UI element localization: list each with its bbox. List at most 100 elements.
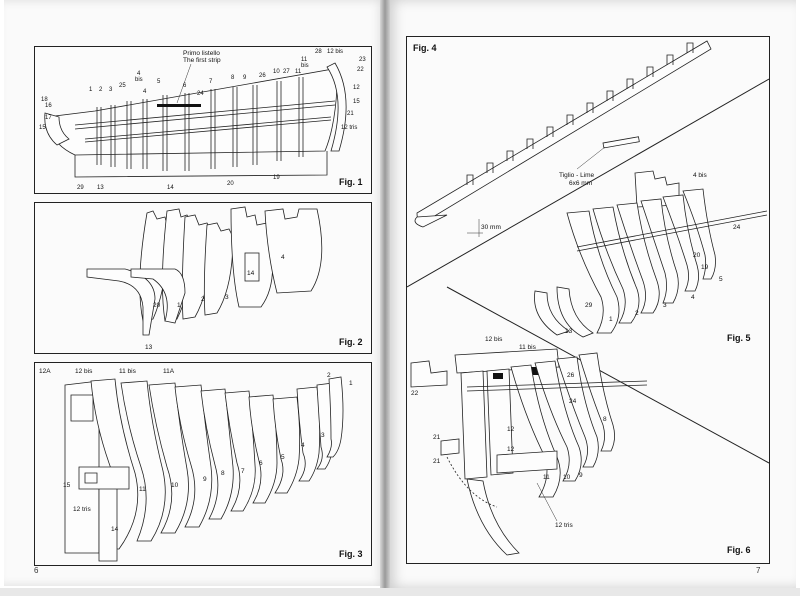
fig2-drawing: 20 1 2 3 14 4 13 (86, 206, 323, 351)
book-gutter (380, 0, 390, 590)
svg-text:29: 29 (77, 185, 84, 191)
left-page-number: 6 (34, 566, 39, 575)
svg-text:11: 11 (301, 57, 308, 63)
svg-text:3: 3 (109, 87, 113, 93)
bottom-shadow (0, 588, 800, 596)
svg-text:24: 24 (733, 224, 741, 231)
svg-text:8: 8 (221, 470, 225, 477)
svg-text:6: 6 (259, 460, 263, 467)
fig2-label: Fig. 2 (339, 337, 363, 347)
fig5-frames (534, 170, 768, 338)
svg-text:30 mm: 30 mm (481, 224, 501, 231)
svg-text:11A: 11A (163, 368, 175, 375)
fig2-panel: 20 1 2 3 14 4 13 Fig. 2 (34, 202, 372, 354)
svg-text:bis: bis (301, 63, 309, 69)
svg-text:Fig. 6: Fig. 6 (727, 545, 751, 555)
svg-text:11: 11 (139, 486, 146, 493)
fig4-keel (414, 40, 712, 237)
svg-text:7: 7 (209, 79, 213, 85)
svg-text:1: 1 (89, 87, 93, 93)
fig456-drawing: Tiglio - Lime 6x6 mm 30 mm 4 bis (407, 40, 769, 556)
svg-text:9: 9 (203, 476, 207, 483)
svg-text:9: 9 (579, 472, 583, 479)
svg-text:12 bis: 12 bis (75, 368, 93, 375)
svg-text:12: 12 (507, 426, 515, 433)
svg-text:11 bis: 11 bis (119, 368, 137, 375)
fig1-drawing: Primo listello The first strip 28 12 bis… (39, 49, 366, 191)
svg-text:4: 4 (281, 254, 285, 261)
svg-text:The first strip: The first strip (183, 57, 221, 64)
svg-text:12 bis: 12 bis (327, 49, 343, 55)
svg-text:4 bis: 4 bis (693, 172, 707, 179)
fig3-label: Fig. 3 (339, 549, 363, 559)
svg-text:26: 26 (259, 73, 266, 79)
svg-text:2: 2 (327, 372, 331, 379)
fig1-panel: Primo listello The first strip 28 12 bis… (34, 46, 372, 194)
svg-text:6x6 mm: 6x6 mm (569, 180, 592, 187)
svg-text:20: 20 (153, 302, 161, 309)
svg-text:13: 13 (145, 344, 153, 351)
svg-text:1: 1 (177, 302, 181, 309)
fig6-bow (410, 348, 648, 556)
svg-text:4: 4 (301, 442, 305, 449)
svg-text:7: 7 (241, 468, 245, 475)
svg-text:21: 21 (433, 434, 441, 441)
svg-text:Fig. 5: Fig. 5 (727, 333, 751, 343)
left-page: Primo listello The first strip 28 12 bis… (4, 0, 386, 586)
svg-text:2: 2 (635, 310, 639, 317)
svg-text:11 bis: 11 bis (519, 344, 537, 351)
svg-text:12 tris: 12 tris (73, 506, 91, 513)
svg-text:10: 10 (563, 474, 571, 481)
svg-text:19: 19 (701, 264, 709, 271)
svg-text:22: 22 (411, 390, 419, 397)
svg-text:14: 14 (167, 185, 174, 191)
svg-text:19: 19 (273, 175, 280, 181)
svg-text:10: 10 (273, 69, 280, 75)
fig1-label: Fig. 1 (339, 177, 363, 187)
svg-text:27: 27 (283, 69, 290, 75)
svg-text:8: 8 (231, 75, 235, 81)
svg-text:13: 13 (565, 328, 573, 335)
svg-text:6: 6 (183, 83, 187, 89)
svg-text:5: 5 (719, 276, 723, 283)
svg-text:14: 14 (111, 526, 119, 533)
fig456-panel: Tiglio - Lime 6x6 mm 30 mm 4 bis (406, 36, 770, 564)
svg-text:5: 5 (281, 454, 285, 461)
svg-text:15: 15 (63, 482, 71, 489)
svg-text:15: 15 (39, 125, 46, 131)
svg-text:8: 8 (603, 416, 607, 423)
svg-text:15: 15 (353, 99, 360, 105)
svg-text:1: 1 (609, 316, 613, 323)
svg-text:20: 20 (227, 181, 234, 187)
svg-text:14: 14 (247, 270, 255, 277)
svg-text:12: 12 (353, 85, 360, 91)
svg-text:20: 20 (693, 252, 701, 259)
svg-text:2: 2 (201, 296, 205, 303)
svg-text:9: 9 (243, 75, 247, 81)
svg-text:11: 11 (295, 69, 302, 75)
svg-text:12 tris: 12 tris (341, 125, 357, 131)
svg-text:2: 2 (99, 87, 103, 93)
svg-text:bis: bis (135, 77, 143, 83)
fig3-drawing: 12A 12 bis 11 bis 11A 2 1 3 4 5 6 7 8 9 … (39, 368, 353, 562)
svg-text:24: 24 (197, 91, 204, 97)
svg-text:21: 21 (433, 458, 441, 465)
svg-text:4: 4 (137, 71, 141, 77)
right-page: Tiglio - Lime 6x6 mm 30 mm 4 bis (386, 0, 796, 588)
svg-text:10: 10 (171, 482, 179, 489)
svg-text:13: 13 (97, 185, 104, 191)
svg-text:3: 3 (321, 432, 325, 439)
svg-text:28: 28 (315, 49, 322, 55)
svg-text:17: 17 (45, 115, 52, 121)
svg-text:Primo listello: Primo listello (183, 50, 220, 57)
fig3-panel: 12A 12 bis 11 bis 11A 2 1 3 4 5 6 7 8 9 … (34, 362, 372, 566)
svg-text:12A: 12A (39, 368, 51, 375)
svg-text:12 tris: 12 tris (555, 522, 573, 529)
svg-text:22: 22 (357, 67, 364, 73)
svg-text:25: 25 (119, 83, 126, 89)
svg-text:3: 3 (225, 294, 229, 301)
svg-text:4: 4 (143, 89, 147, 95)
fig4-label: Fig. 4 (413, 43, 437, 53)
svg-text:12: 12 (507, 446, 515, 453)
